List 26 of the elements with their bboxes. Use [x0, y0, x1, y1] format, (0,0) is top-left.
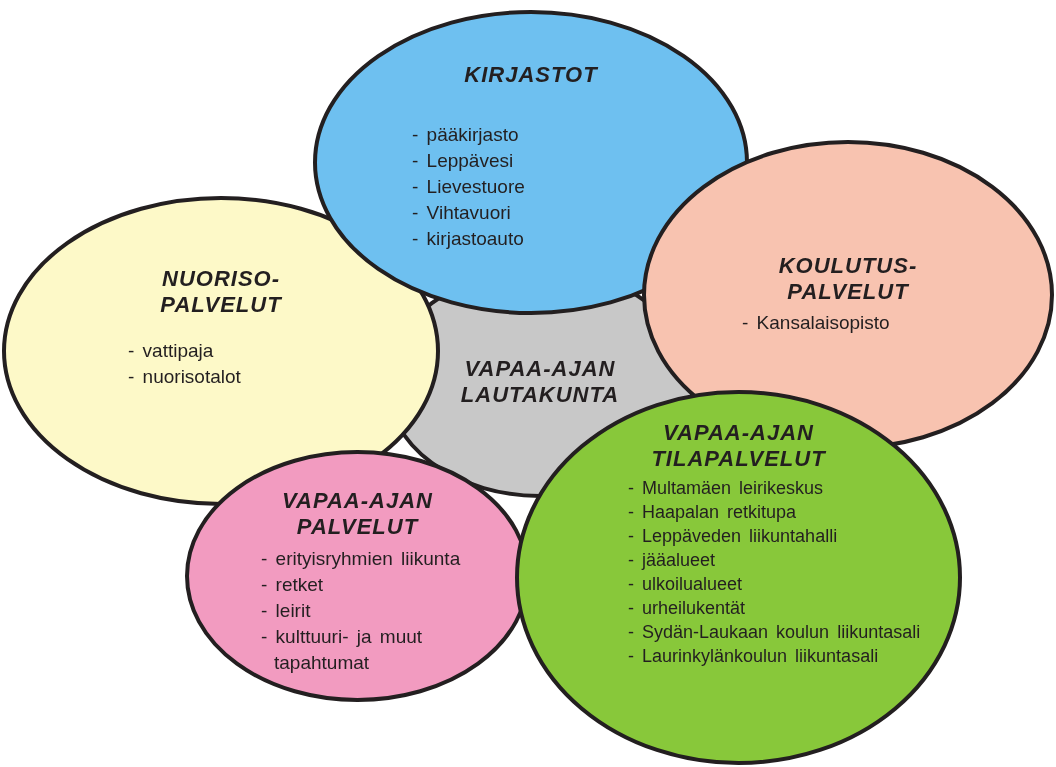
list-item: - Kansalaisopisto [742, 311, 891, 335]
group-heading: KOULUTUS- PALVELUT [777, 253, 919, 305]
list-item: - leirit [261, 599, 312, 623]
list-item: - Leppäveden liikuntahalli [628, 525, 839, 548]
list-item: - erityisryhmien liikunta [261, 547, 462, 571]
list-item: - urheilukentät [628, 597, 747, 620]
list-item: - jääalueet [628, 549, 717, 572]
list-item: - kulttuuri- ja muut tapahtumat [261, 625, 424, 675]
list-item: - Lievestuore [412, 175, 526, 199]
list-item: - nuorisotalot [128, 365, 242, 389]
group-heading: VAPAA-AJAN TILAPALVELUT [650, 420, 827, 472]
list-item: - Sydän-Laukaan koulun liikuntasali [628, 621, 922, 644]
list-item: - vattipaja [128, 339, 215, 363]
list-item: - Leppävesi [412, 149, 515, 173]
list-item: - Laurinkylänkoulun liikuntasali [628, 645, 880, 668]
group-heading: KIRJASTOT [463, 62, 599, 88]
list-item: - Multamäen leirikeskus [628, 477, 825, 500]
list-item: - ulkoilualueet [628, 573, 744, 596]
list-item: - retket [261, 573, 325, 597]
group-heading: NUORISO- PALVELUT [159, 266, 283, 318]
center-title: VAPAA-AJAN LAUTAKUNTA [459, 356, 621, 408]
list-item: - Haapalan retkitupa [628, 501, 798, 524]
list-item: - Vihtavuori [412, 201, 512, 225]
list-item: - pääkirjasto [412, 123, 520, 147]
group-heading: VAPAA-AJAN PALVELUT [281, 488, 434, 540]
list-item: - kirjastoauto [412, 227, 525, 251]
